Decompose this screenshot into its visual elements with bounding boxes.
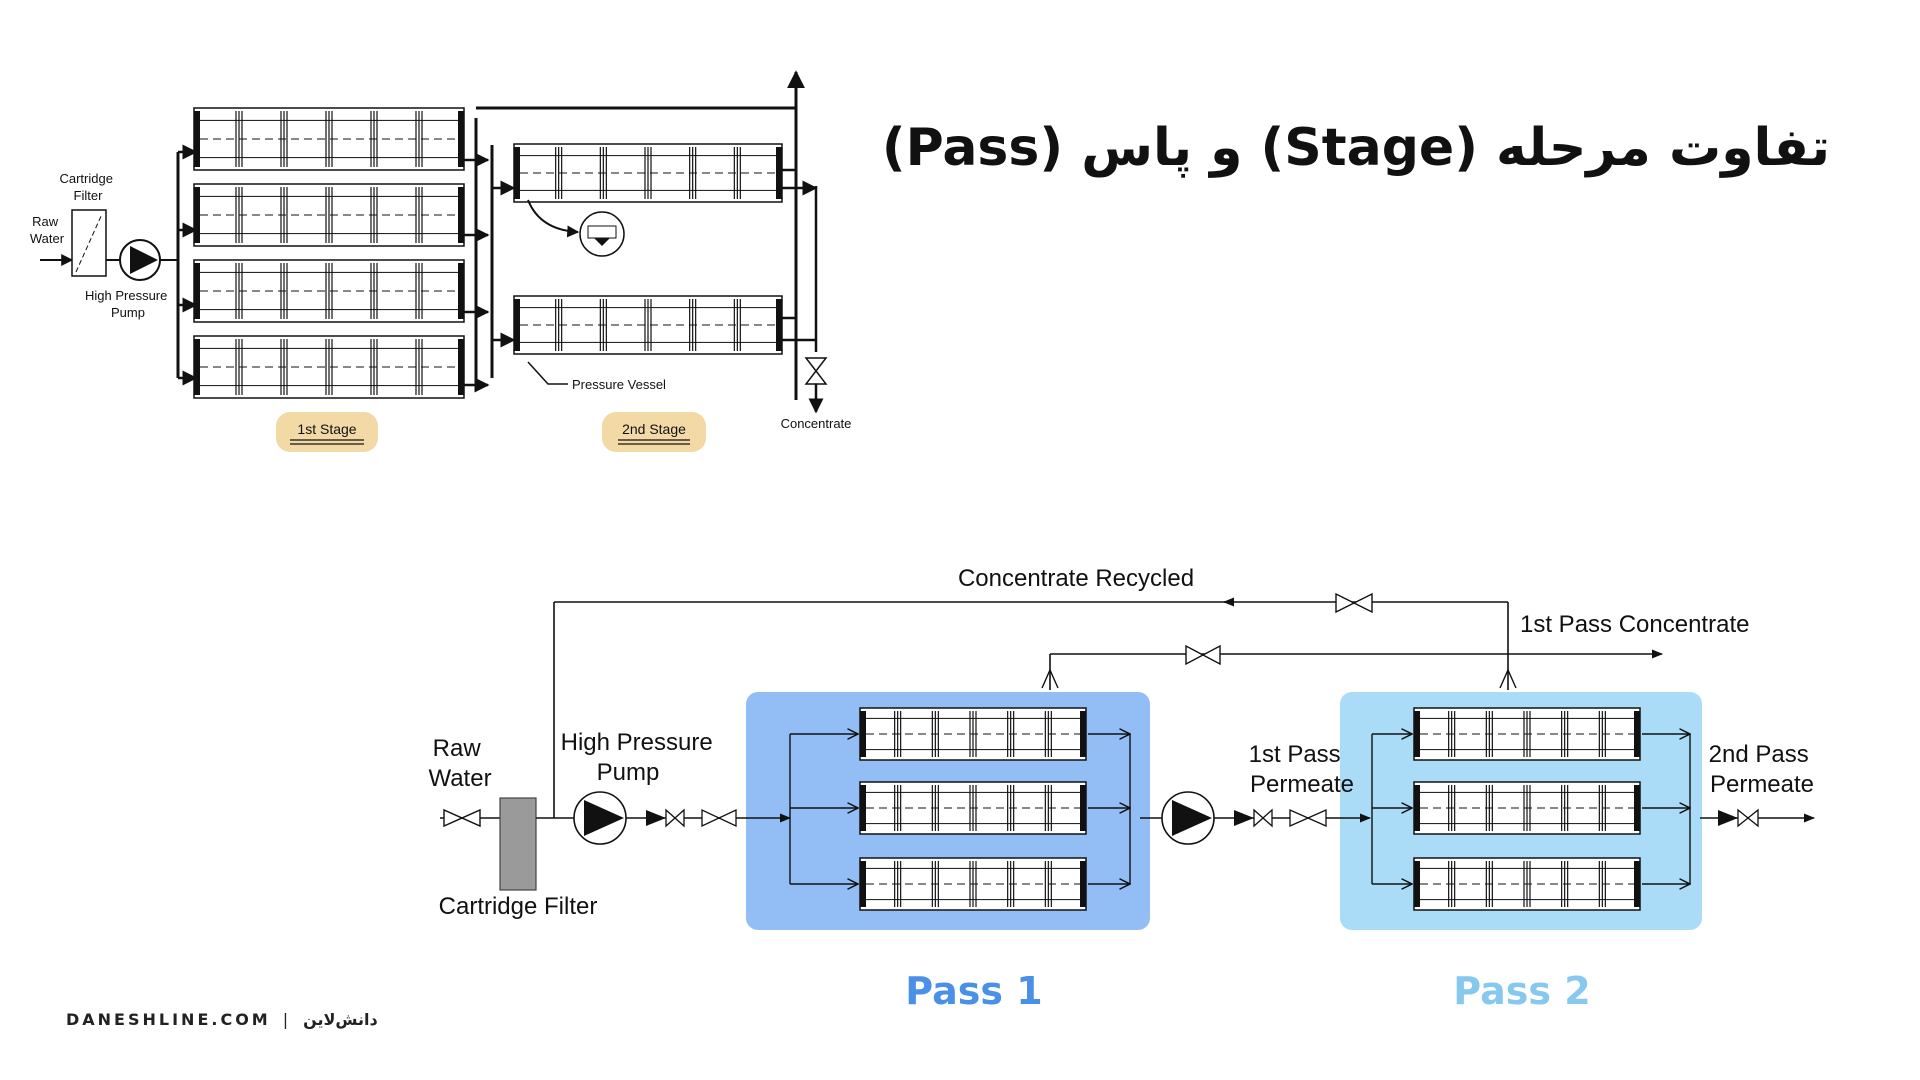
concentrate-valve-icon [804,357,828,385]
inlet-valve-icon [443,808,481,828]
pass-raw-water-label: Raw Water [428,735,491,792]
stage2-vessel [513,295,783,355]
svg-text:2nd Stage: 2nd Stage [622,421,686,437]
pass2-vessels [1371,707,1690,911]
cartridge-filter-box [499,797,537,891]
second-stage-vessels [513,143,783,355]
pass-diagram: Concentrate Recycled 1st Pass Concentrat… [428,565,1816,1013]
first-stage-vessels [193,107,465,399]
footer: DANESHLINE.COM | دانش‌لاین [66,1010,378,1029]
stage1-vessel [193,107,465,171]
stage-raw-water-label: Raw Water [30,214,65,246]
concentrate-valve2-icon [1185,644,1221,666]
stage1-vessel [193,183,465,247]
concentrate-label: Concentrate [781,416,852,431]
pass2-label: Pass 2 [1453,969,1590,1013]
stage2-vessel [513,143,783,203]
pass-high-pressure-pump-label: High Pressure Pump [561,729,720,786]
first-stage-badge: 1st Stage [276,412,378,452]
pass1-vessel [859,857,1087,911]
pass1-vessel [859,707,1087,761]
pass2-vessel [1413,781,1641,835]
recycle-valve-icon [1335,592,1373,614]
pass1-vessel [859,781,1087,835]
svg-text:1st Stage: 1st Stage [297,421,356,437]
stage-diagram: Cartridge Filter Raw Water High Pressure… [30,70,852,452]
stage-high-pressure-pump-label: High Pressure Pump [85,288,171,320]
stage1-vessel [193,335,465,399]
pass2-vessel [1413,707,1641,761]
stage1-vessel [193,259,465,323]
concentrate-recycled-label: Concentrate Recycled [958,565,1194,592]
pressure-vessel-label: Pressure Vessel [572,377,666,392]
footer-site: DANESHLINE.COM [66,1010,271,1029]
page-title: تفاوت مرحله (Stage) و پاس (Pass) [881,118,1830,178]
pass1-label: Pass 1 [905,969,1042,1013]
second-pass-permeate-label: 2nd Pass Permeate [1709,741,1816,798]
footer-separator: | [282,1010,292,1029]
first-pass-concentrate-label: 1st Pass Concentrate [1520,611,1749,638]
stage-cartridge-filter-label: Cartridge Filter [59,171,116,203]
first-pass-permeate-label: 1st Pass Permeate [1249,741,1354,798]
footer-brand: دانش‌لاین [303,1010,378,1029]
pass2-vessel [1413,857,1641,911]
second-stage-badge: 2nd Stage [602,412,706,452]
cartridge-filter-icon [71,209,107,277]
pass1-vessels [789,707,1130,911]
pass-cartridge-filter-label: Cartridge Filter [439,893,598,920]
